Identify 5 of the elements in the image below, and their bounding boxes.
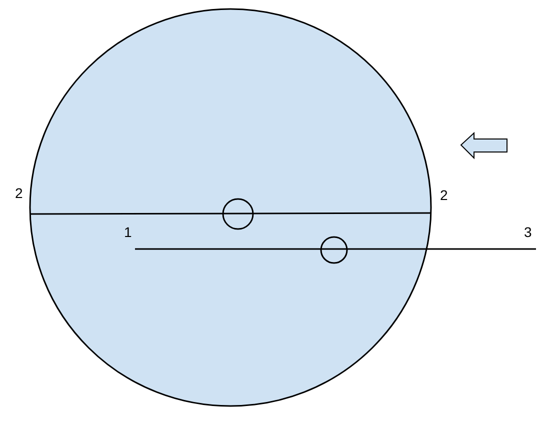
large-circle (29, 8, 432, 407)
point-label: 2 (15, 186, 23, 200)
point-label: 3 (524, 225, 532, 239)
point-label: 1 (124, 225, 132, 239)
point-label: 2 (440, 188, 448, 202)
